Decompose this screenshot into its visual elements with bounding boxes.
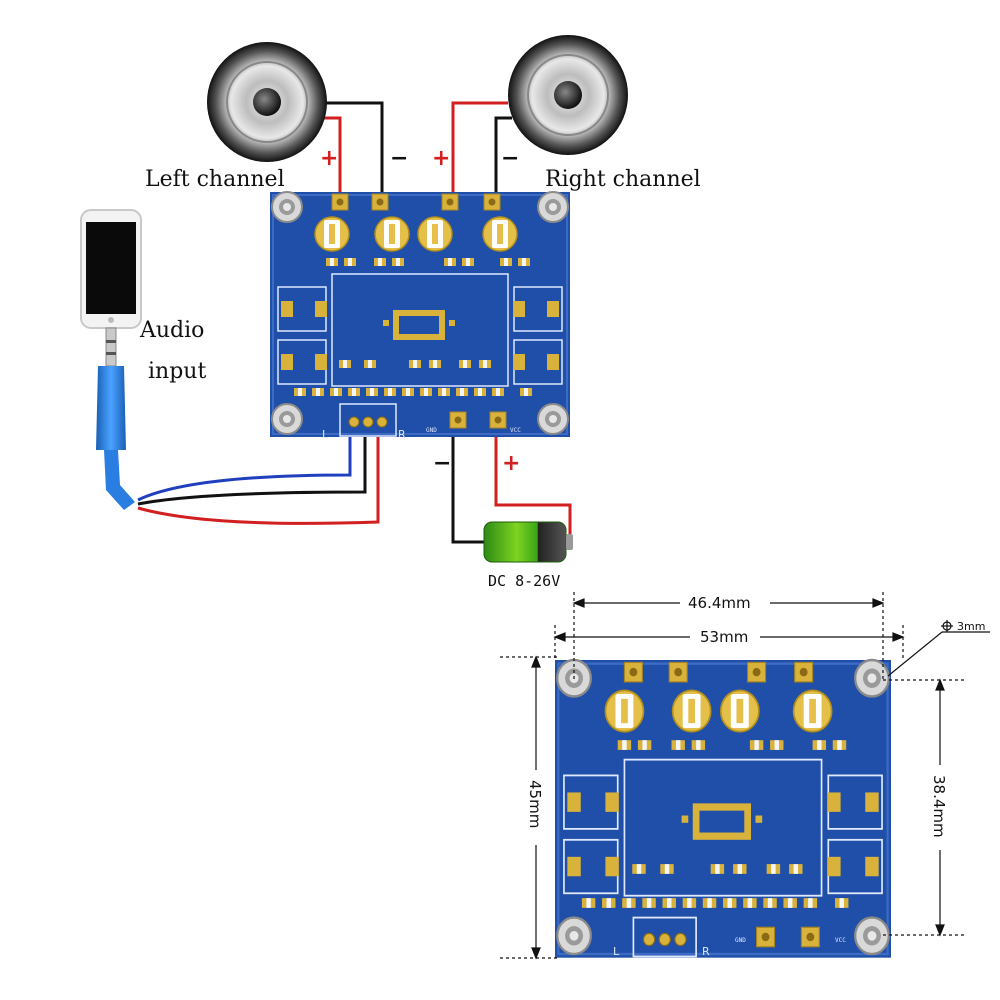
phone-icon bbox=[80, 209, 142, 329]
board-pin-l-label: L bbox=[322, 428, 329, 441]
power-minus-mark: − bbox=[433, 451, 451, 476]
audio-input-label-line1: Audio bbox=[139, 318, 204, 343]
audio-input-wires bbox=[137, 430, 380, 525]
right-speaker-plus-wire bbox=[451, 101, 508, 200]
left-channel-label: Left channel bbox=[145, 167, 285, 192]
board-width-label: 53mm bbox=[700, 628, 748, 646]
left-speaker bbox=[207, 42, 327, 162]
right-speaker-minus-wire bbox=[494, 116, 512, 200]
hole-spacing-width-label: 46.4mm bbox=[688, 594, 751, 612]
amplifier-board-top: L R GND VCC bbox=[270, 192, 570, 441]
right-speaker bbox=[508, 35, 628, 155]
dim-board-vcc-label: VCC bbox=[835, 937, 846, 944]
left-speaker-minus-wire bbox=[305, 101, 384, 200]
right-channel-label: Right channel bbox=[545, 167, 701, 192]
right-plus-mark: + bbox=[432, 146, 450, 171]
audio-plug-icon bbox=[96, 327, 135, 510]
left-plus-mark: + bbox=[320, 146, 338, 171]
hole-diameter-label: 3mm bbox=[957, 620, 985, 633]
dim-board-pin-r-label: R bbox=[702, 945, 710, 958]
audio-input-label-line2: input bbox=[148, 359, 206, 384]
amplifier-board-dimensioned bbox=[555, 660, 891, 958]
hole-diameter-symbol-icon bbox=[941, 620, 953, 632]
dimension-lines bbox=[500, 592, 990, 960]
power-wire-red bbox=[494, 430, 572, 542]
board-height-label: 45mm bbox=[526, 780, 544, 828]
power-plus-mark: + bbox=[502, 451, 520, 476]
power-wire-black bbox=[451, 430, 488, 544]
power-wires bbox=[451, 430, 572, 544]
audio-wire-black bbox=[137, 430, 367, 506]
dim-board-pin-l-label: L bbox=[613, 945, 620, 958]
board-pin-r-label: R bbox=[398, 428, 406, 441]
hole-spacing-height-label: 38.4mm bbox=[930, 775, 948, 838]
battery-icon bbox=[483, 521, 573, 563]
dim-board-gnd-label: GND bbox=[735, 937, 746, 944]
board-gnd-label: GND bbox=[426, 427, 437, 434]
audio-wire-blue bbox=[137, 430, 352, 502]
left-minus-mark: − bbox=[390, 146, 408, 171]
board-vcc-label: VCC bbox=[510, 427, 521, 434]
audio-wire-red bbox=[137, 430, 380, 525]
power-label: DC 8-26V bbox=[488, 572, 560, 590]
right-minus-mark: − bbox=[501, 146, 519, 171]
